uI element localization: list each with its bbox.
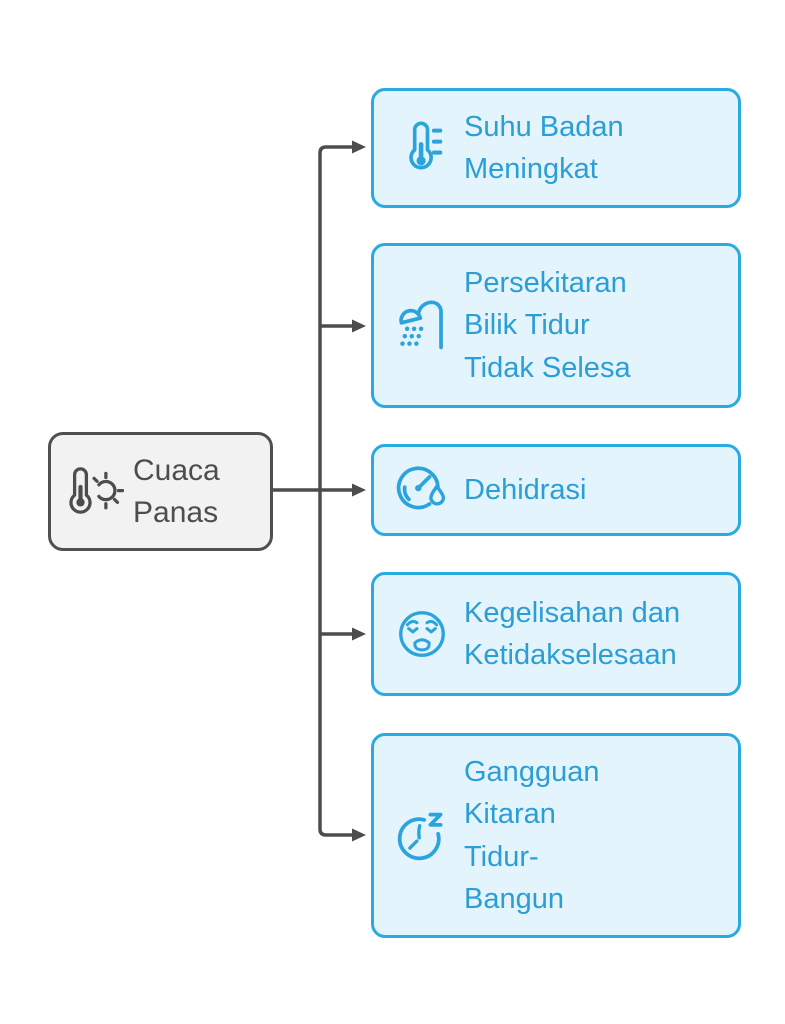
effect-box-gangguan-tidur: Gangguan Kitaran Tidur- Bangun bbox=[371, 733, 741, 938]
thermometer-sun-icon bbox=[65, 465, 125, 518]
effect-label: Persekitaran Bilik Tidur Tidak Selesa bbox=[464, 267, 631, 384]
shower-icon bbox=[394, 298, 450, 354]
thermometer-icon bbox=[394, 120, 450, 176]
connector-trunk-top bbox=[318, 140, 366, 490]
connector-trunk-bottom bbox=[318, 490, 366, 842]
effect-box-dehidrasi: Dehidrasi bbox=[371, 444, 741, 536]
effect-label: Dehidrasi bbox=[464, 473, 587, 506]
effect-box-suhu-badan: Suhu Badan Meningkat bbox=[371, 88, 741, 208]
effect-label: Gangguan Kitaran Tidur- Bangun bbox=[464, 756, 600, 915]
effect-label: Kegelisahan dan Ketidakselesaan bbox=[464, 596, 681, 671]
clock-sleep-icon bbox=[394, 807, 450, 865]
root-node-label: Cuaca Panas bbox=[133, 453, 220, 529]
root-node-cuaca-panas: Cuaca Panas bbox=[48, 432, 273, 551]
effect-box-persekitaran: Persekitaran Bilik Tidur Tidak Selesa bbox=[371, 243, 741, 408]
weary-face-icon bbox=[394, 609, 450, 659]
effect-box-kegelisahan: Kegelisahan dan Ketidakselesaan bbox=[371, 572, 741, 696]
effect-label: Suhu Badan Meningkat bbox=[464, 110, 624, 185]
gauge-droplet-icon bbox=[394, 462, 450, 518]
